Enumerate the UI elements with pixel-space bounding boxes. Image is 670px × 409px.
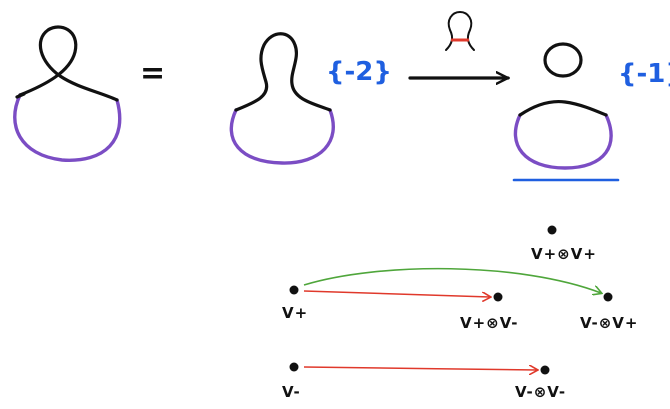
small-circle-component bbox=[543, 42, 583, 78]
label-vm-vp: V-⊗V+ bbox=[580, 314, 639, 332]
purple-arc-left bbox=[13, 93, 122, 162]
kink-overstrand bbox=[15, 92, 26, 99]
green-arrow-vplus-to-vmvp bbox=[303, 267, 601, 293]
dot-vp-vm bbox=[493, 292, 503, 302]
label-v-minus: V- bbox=[282, 383, 301, 401]
degree-shift-minus-2: {-2} bbox=[326, 57, 392, 87]
lower-strand-right bbox=[518, 99, 608, 117]
smoothing-one-figure bbox=[513, 42, 613, 170]
bulb-strand-middle bbox=[234, 32, 332, 112]
dot-vm-vm bbox=[540, 365, 550, 375]
kinked-strand-figure bbox=[13, 25, 122, 162]
label-vm-vm: V-⊗V- bbox=[515, 383, 566, 401]
red-arrow-vminus-to-vmvm bbox=[303, 367, 537, 370]
red-arrow-vplus-to-vpvm bbox=[303, 290, 490, 297]
basis-map: V+⊗V+ V+ V+⊗V- V-⊗V+ V- V-⊗V- bbox=[282, 225, 639, 401]
degree-shift-minus-1: {-1} bbox=[618, 59, 670, 89]
purple-arc-middle bbox=[229, 108, 335, 165]
dot-v-minus bbox=[289, 362, 299, 372]
smoothing-zero-figure bbox=[229, 32, 335, 165]
label-vp-vp: V+⊗V+ bbox=[531, 245, 597, 263]
label-vp-vm: V+⊗V- bbox=[460, 314, 519, 332]
dot-v-plus bbox=[289, 285, 299, 295]
dot-vp-vp bbox=[547, 225, 557, 235]
dot-vm-vp bbox=[603, 292, 613, 302]
label-v-plus: V+ bbox=[282, 304, 308, 322]
purple-arc-right bbox=[513, 113, 613, 170]
equals-sign: = bbox=[140, 56, 165, 91]
saddle-strand bbox=[445, 10, 475, 51]
saddle-cobordism-icon bbox=[445, 10, 475, 51]
kink-loop-strand bbox=[18, 25, 119, 102]
